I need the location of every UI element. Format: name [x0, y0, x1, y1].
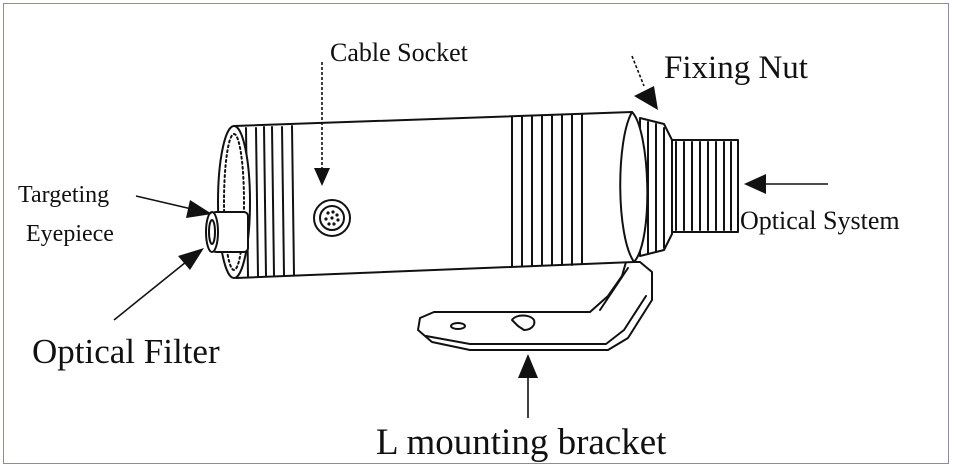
arrow-cable-socket [314, 62, 330, 186]
arrow-l-bracket [518, 354, 538, 418]
optical-system-label: Optical System [740, 206, 900, 235]
arrow-optical-filter [113, 248, 204, 321]
l-mounting-bracket [417, 261, 653, 351]
sensor-body [233, 111, 649, 279]
rear-end-cap [217, 125, 251, 279]
cable-socket-pins [324, 210, 340, 226]
fixing-nut-label: Fixing Nut [664, 50, 808, 86]
arrow-targeting [135, 195, 212, 218]
l-mounting-bracket-label: L mounting bracket [376, 422, 667, 463]
arrow-optical-system [744, 174, 828, 194]
optical-filter-label: Optical Filter [32, 332, 220, 371]
cable-socket-label: Cable Socket [330, 38, 468, 67]
targeting-eyepiece-label-line1: Targeting [18, 182, 110, 208]
optical-system [669, 139, 739, 233]
targeting-eyepiece [205, 211, 249, 253]
arrow-fixing-nut [631, 55, 658, 110]
diagram-frame [3, 3, 949, 464]
targeting-eyepiece-label-line2: Eyepiece [26, 221, 114, 247]
